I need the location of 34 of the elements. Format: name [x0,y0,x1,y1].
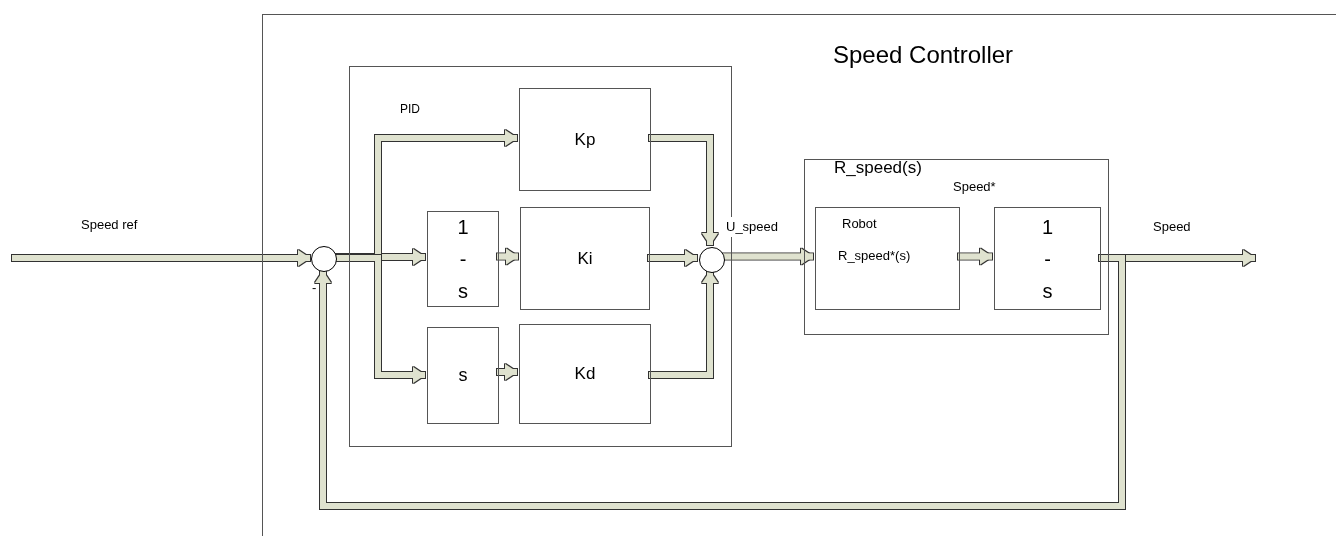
block-label: R_speed(s) [834,158,922,177]
block-box [520,207,650,310]
block-label: R_speed*(s) [838,246,911,265]
arrow [648,250,697,266]
edge-label: U_speed [725,217,780,237]
arrow [958,248,992,265]
arrow [315,255,1125,509]
block-label: PID [400,102,420,116]
summing-junction [699,247,725,273]
arrow [649,135,718,245]
block-box [519,88,651,191]
block-box [994,207,1101,310]
block-label: Kp [574,128,596,151]
arrow [336,255,425,383]
summing-junction [311,246,337,272]
arrow [336,249,425,265]
block-box [815,207,960,310]
block-label: Speed Controller [833,41,1014,68]
arrow [497,248,518,265]
block-label: Robot [842,215,877,233]
arrow [723,248,813,265]
block-box [519,324,651,424]
block-box [427,211,499,307]
block-label: 1 - s [457,215,469,304]
arrow [12,250,310,266]
subsystem-box [804,159,1109,335]
arrow [497,364,517,380]
block-label: Ki [577,247,593,270]
arrow [649,271,718,378]
sign-label: - [312,279,317,297]
block-label: s [458,364,468,387]
block-label: 1 - s [1041,214,1054,304]
block-box [427,327,499,424]
block-label: Kd [574,363,596,386]
